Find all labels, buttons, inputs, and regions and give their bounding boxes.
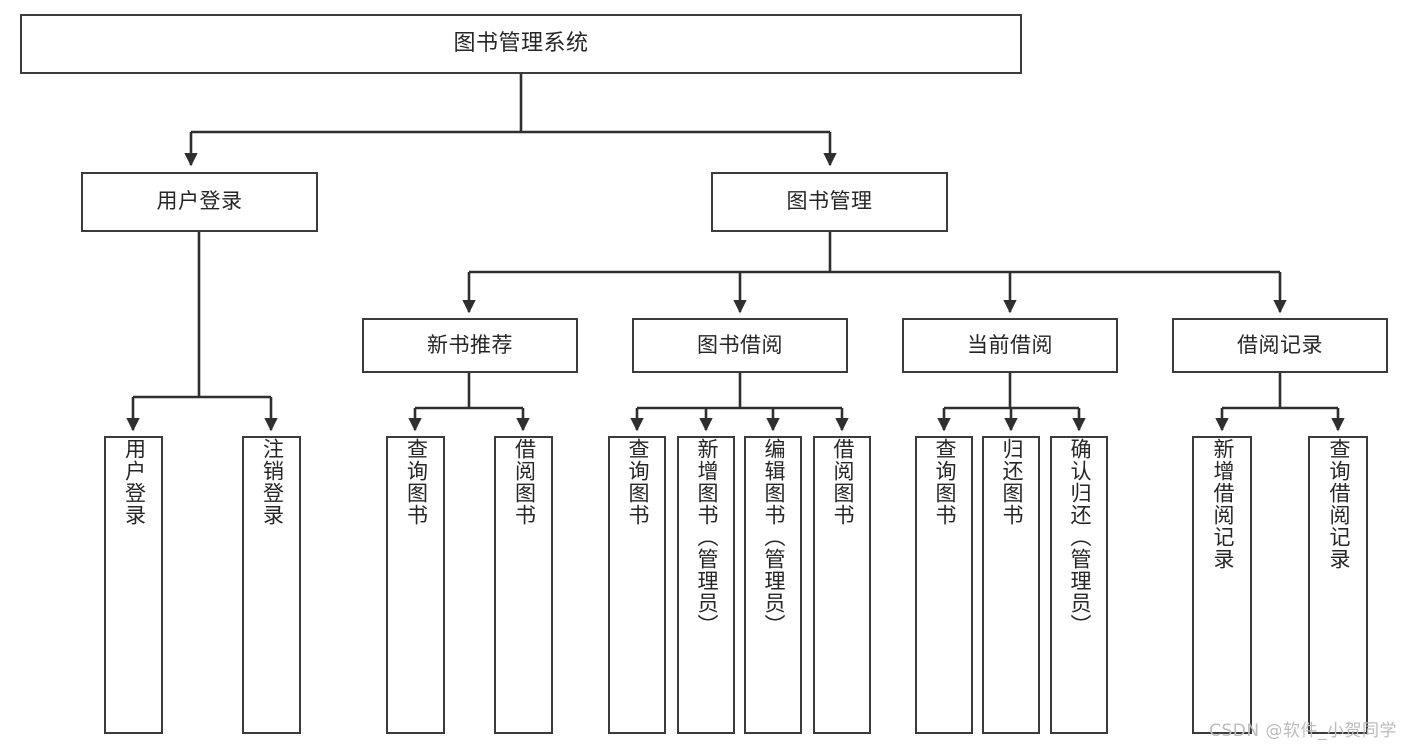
node-label: 查询借阅记录	[1326, 438, 1351, 570]
leaf-add-book[interactable]: 新增图书（管理员）	[677, 436, 735, 734]
node-label: 归还图书	[999, 438, 1024, 526]
node-label: 注销登录	[260, 438, 285, 526]
leaf-query-book-current[interactable]: 查询图书	[915, 436, 973, 734]
leaf-query-borrow-record[interactable]: 查询借阅记录	[1308, 436, 1368, 734]
node-current-borrow[interactable]: 当前借阅	[902, 318, 1118, 373]
leaf-logout-login[interactable]: 注销登录	[242, 436, 301, 734]
leaf-borrow-book[interactable]: 借阅图书	[813, 436, 871, 734]
leaf-query-book-recommend[interactable]: 查询图书	[386, 436, 445, 734]
node-label: 图书管理系统	[453, 30, 589, 56]
leaf-return-book[interactable]: 归还图书	[982, 436, 1040, 734]
leaf-query-book-borrow[interactable]: 查询图书	[608, 436, 666, 734]
node-root-system[interactable]: 图书管理系统	[20, 14, 1022, 74]
leaf-add-borrow-record[interactable]: 新增借阅记录	[1192, 436, 1252, 734]
node-label: 编辑图书（管理员）	[761, 438, 786, 636]
node-user-login[interactable]: 用户登录	[81, 172, 318, 232]
node-label: 查询图书	[404, 438, 429, 526]
node-label: 新增借阅记录	[1210, 438, 1235, 570]
node-new-book-recommend[interactable]: 新书推荐	[362, 318, 578, 373]
leaf-edit-book[interactable]: 编辑图书（管理员）	[744, 436, 802, 734]
node-label: 当前借阅	[967, 332, 1053, 357]
node-borrow-record[interactable]: 借阅记录	[1172, 318, 1388, 373]
node-label: 借阅图书	[830, 438, 855, 526]
node-label: 图书借阅	[697, 332, 783, 357]
node-label: 图书管理	[786, 189, 873, 214]
node-label: 新增图书（管理员）	[694, 438, 719, 636]
node-label: 查询图书	[625, 438, 650, 526]
node-label: 用户登录	[156, 189, 243, 214]
csdn-watermark: CSDN @软件_小贺同学	[1209, 721, 1397, 741]
node-label: 查询图书	[932, 438, 957, 526]
node-label: 新书推荐	[427, 332, 513, 357]
node-label: 用户登录	[122, 438, 147, 526]
node-label: 借阅记录	[1237, 332, 1323, 357]
node-label: 借阅图书	[512, 438, 537, 526]
leaf-confirm-return[interactable]: 确认归还（管理员）	[1050, 436, 1108, 734]
node-book-borrow[interactable]: 图书借阅	[632, 318, 848, 373]
node-label: 确认归还（管理员）	[1067, 438, 1092, 636]
leaf-user-login[interactable]: 用户登录	[104, 436, 163, 734]
node-book-manage[interactable]: 图书管理	[711, 172, 948, 232]
leaf-borrow-book-recommend[interactable]: 借阅图书	[494, 436, 553, 734]
